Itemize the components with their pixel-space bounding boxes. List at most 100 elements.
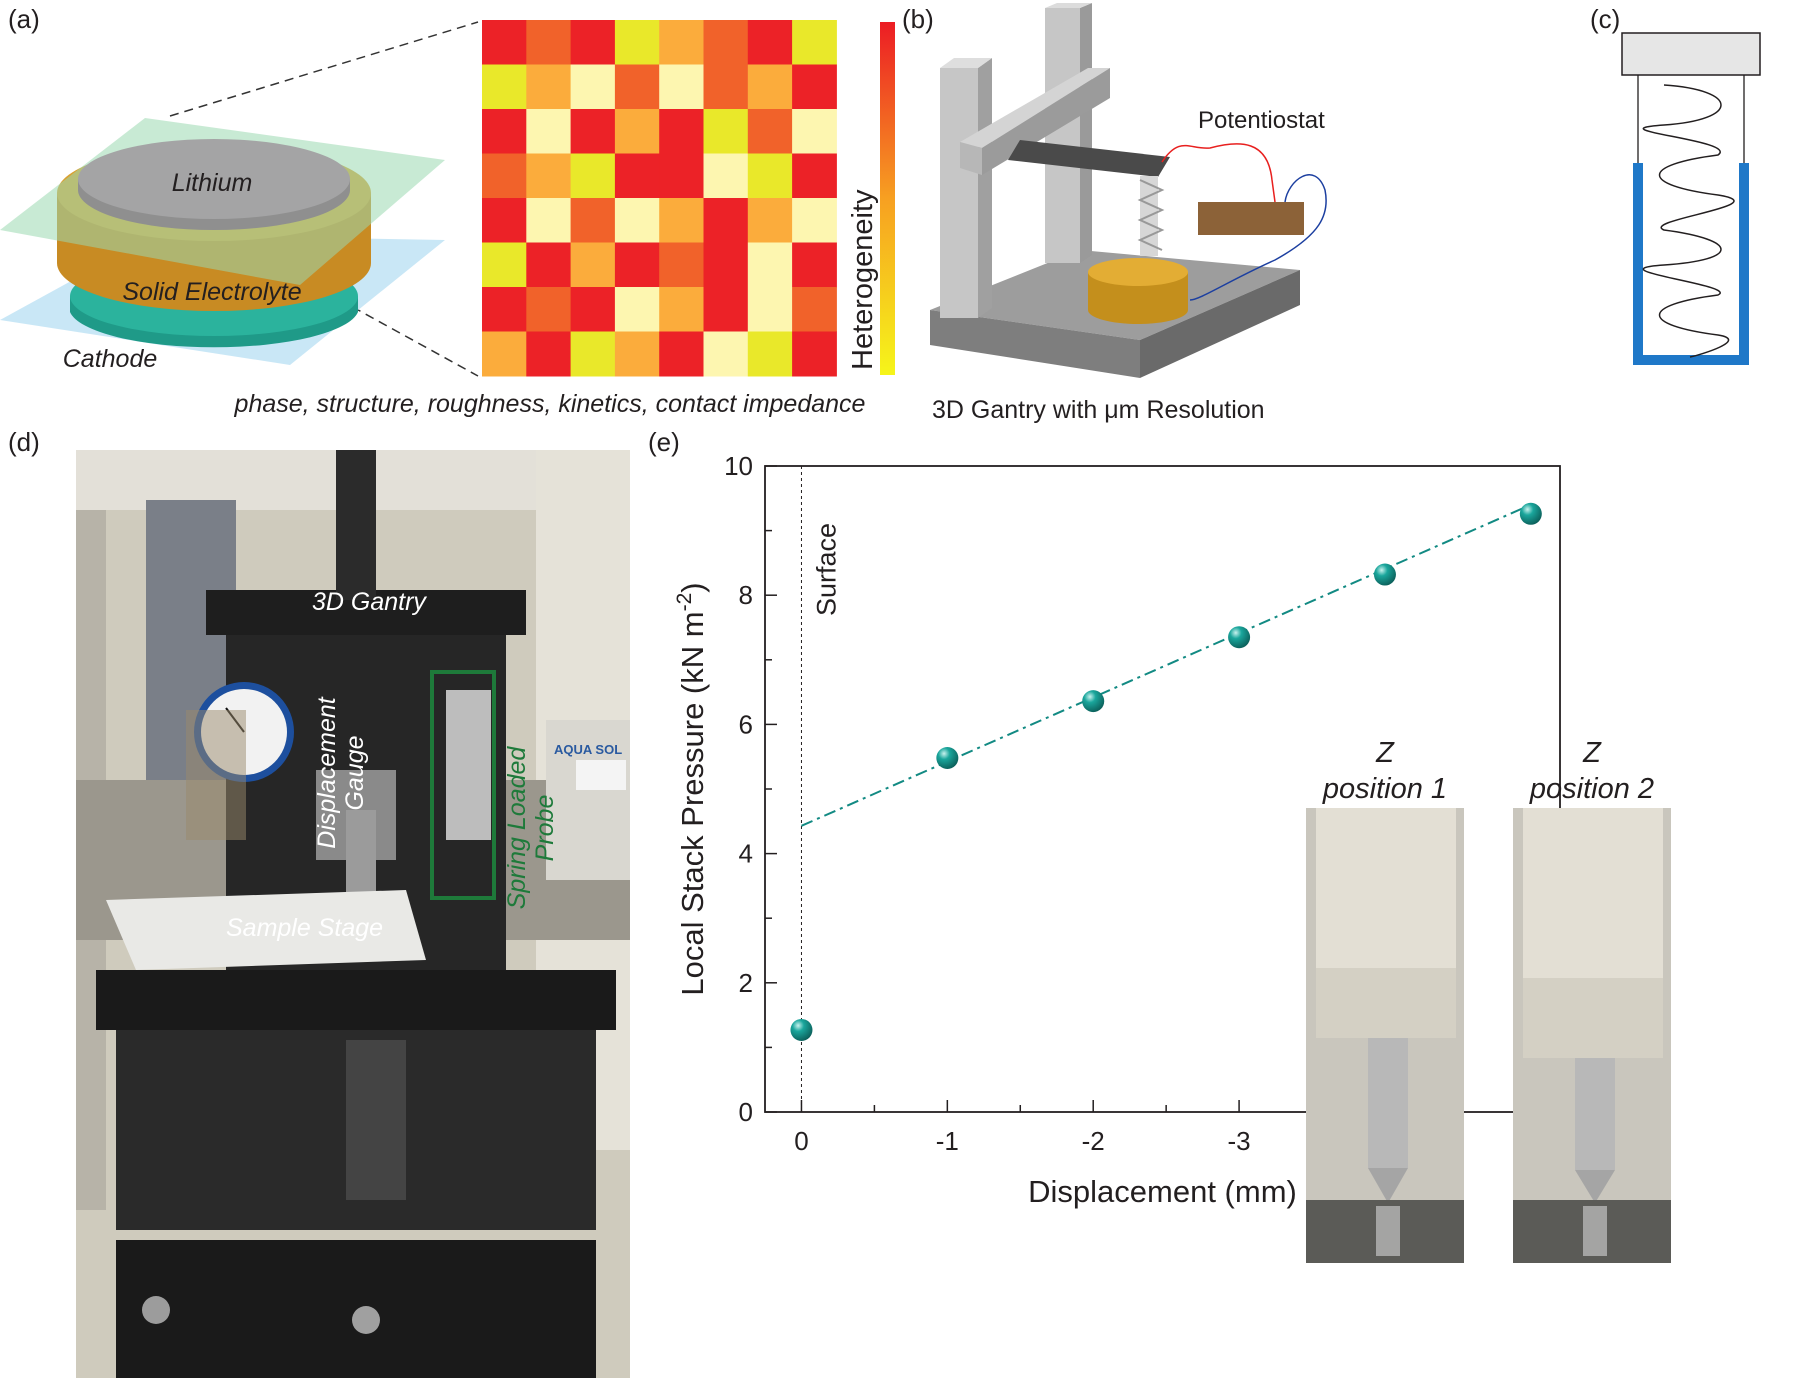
heatmap-cell xyxy=(570,153,616,199)
heatmap-cell xyxy=(526,331,572,377)
heatmap-cell xyxy=(659,20,704,65)
heatmap-cell xyxy=(792,198,837,243)
heatmap-cell xyxy=(614,242,660,288)
heatmap-cell xyxy=(526,64,572,110)
panel-b-caption: 3D Gantry with μm Resolution xyxy=(932,396,1265,424)
panel-a-label: (a) xyxy=(8,4,40,34)
heatmap-cell xyxy=(703,64,749,110)
x-tick-label: -2 xyxy=(1082,1126,1105,1156)
gauge-label-line2: Gauge xyxy=(341,735,369,811)
heatmap-cell xyxy=(614,20,660,65)
label-lithium: Lithium xyxy=(172,169,253,197)
heatmap-cell xyxy=(482,153,527,199)
y-tick-label: 0 xyxy=(739,1097,753,1127)
gantry-crossbeam-top xyxy=(960,68,1110,148)
x-tick-label: 0 xyxy=(794,1126,808,1156)
heterogeneity-heatmap xyxy=(482,20,837,377)
panel-d-label: (d) xyxy=(8,427,40,457)
heatmap-cell xyxy=(614,331,660,377)
probe-highlight-box xyxy=(430,670,496,900)
aqua-solutions-logo: AQUA SOL xyxy=(554,742,623,757)
heatmap-cell xyxy=(659,153,704,199)
data-point xyxy=(1228,626,1251,649)
annotation-sample-stage: Sample Stage xyxy=(226,914,384,942)
spring-top-plate xyxy=(1621,32,1761,76)
heatmap-cell xyxy=(614,109,660,154)
panel-c-label: (c) xyxy=(1590,4,1621,34)
heatmap-cell xyxy=(792,20,837,65)
y-tick-label: 4 xyxy=(739,839,753,869)
probe-label-line1: Spring Loaded xyxy=(503,746,531,910)
sample-stage-plate xyxy=(106,890,426,970)
inset-photo-position-1 xyxy=(1306,808,1464,1263)
lithium-top xyxy=(78,139,350,219)
heatmap-cell xyxy=(703,242,749,288)
heatmap-cell xyxy=(792,331,837,377)
data-points xyxy=(790,502,1542,1041)
heatmap-cell xyxy=(482,198,527,243)
heatmap-cell xyxy=(526,109,572,154)
heatmap-cell xyxy=(747,64,793,110)
y-axis-label: Local Stack Pressure (kN m-2) xyxy=(673,582,710,995)
surface-label: Surface xyxy=(811,523,841,616)
heatmap-cell xyxy=(703,153,749,199)
gantry-arm xyxy=(1008,140,1170,177)
potentiostat-blue-lead xyxy=(1189,174,1327,301)
heatmap-cell xyxy=(703,20,749,65)
panel-b-figure: Potentiostat 3D Gantry with μm Resolutio… xyxy=(930,3,1327,424)
annotation-3d-gantry: 3D Gantry xyxy=(312,588,426,616)
zoom-connector-top xyxy=(169,21,479,117)
heatmap-cell xyxy=(792,242,837,288)
sample-puck-side xyxy=(1088,272,1188,324)
heatmap-cell xyxy=(570,198,616,243)
inset1-caption: Z position 1 xyxy=(1305,735,1465,807)
panel-a-caption: phase, structure, roughness, kinetics, c… xyxy=(234,390,866,418)
heatmap-cell xyxy=(747,153,793,199)
heatmap-cell xyxy=(792,153,837,199)
heatmap-cell xyxy=(526,242,572,288)
heatmap-cell xyxy=(703,287,749,332)
probe-housing xyxy=(446,690,491,840)
gauge-label-line1: Displacement xyxy=(313,697,341,849)
spring-probe xyxy=(1137,176,1165,256)
label-solid-electrolyte: Solid Electrolyte xyxy=(122,278,301,306)
xy-stage xyxy=(96,970,616,1030)
y-tick-label: 2 xyxy=(739,968,753,998)
x-axis-label: Displacement (mm) xyxy=(1028,1174,1297,1209)
heatmap-cell xyxy=(703,331,749,377)
heatmap-cell xyxy=(747,198,793,243)
fit-line xyxy=(801,503,1532,827)
heatmap-cell xyxy=(570,64,616,110)
annotation-spring-loaded-probe: Spring Loaded Probe xyxy=(503,710,559,910)
y-axis-label-sup: -2 xyxy=(673,593,696,612)
heatmap-cell xyxy=(570,242,616,288)
heatmap-cell xyxy=(747,20,793,65)
heatmap-cell xyxy=(659,109,704,154)
inset-photo-position-2 xyxy=(1513,808,1671,1263)
heatmap-cell xyxy=(526,153,572,199)
y-tick-label: 10 xyxy=(724,451,753,481)
heatmap-cell xyxy=(792,109,837,154)
x-tick-label: -1 xyxy=(936,1126,959,1156)
heatmap-cell xyxy=(526,20,572,65)
heatmap-cell xyxy=(747,287,793,332)
heatmap-cell xyxy=(659,242,704,288)
cable-chain xyxy=(336,450,376,600)
heatmap-cell xyxy=(570,331,616,377)
data-point xyxy=(790,1018,813,1041)
y-tick-label: 6 xyxy=(739,709,753,739)
heatmap-cell xyxy=(570,20,616,65)
annotation-displacement-gauge: Displacement Gauge xyxy=(313,665,369,855)
label-cathode: Cathode xyxy=(63,345,158,373)
colorbar-label: Heterogeneity xyxy=(847,189,879,370)
potentiostat-label: Potentiostat xyxy=(1198,107,1325,134)
heatmap-cell xyxy=(570,109,616,154)
heatmap-cell xyxy=(482,331,527,377)
inset2-caption-line1: Z xyxy=(1583,737,1601,769)
inset2-caption: Z position 2 xyxy=(1512,735,1672,807)
data-point xyxy=(1519,502,1542,525)
y-tick-label: 8 xyxy=(739,580,753,610)
gantry-base-front xyxy=(930,310,1140,378)
heatmap-cell xyxy=(526,198,572,243)
heatmap-cell xyxy=(703,109,749,154)
